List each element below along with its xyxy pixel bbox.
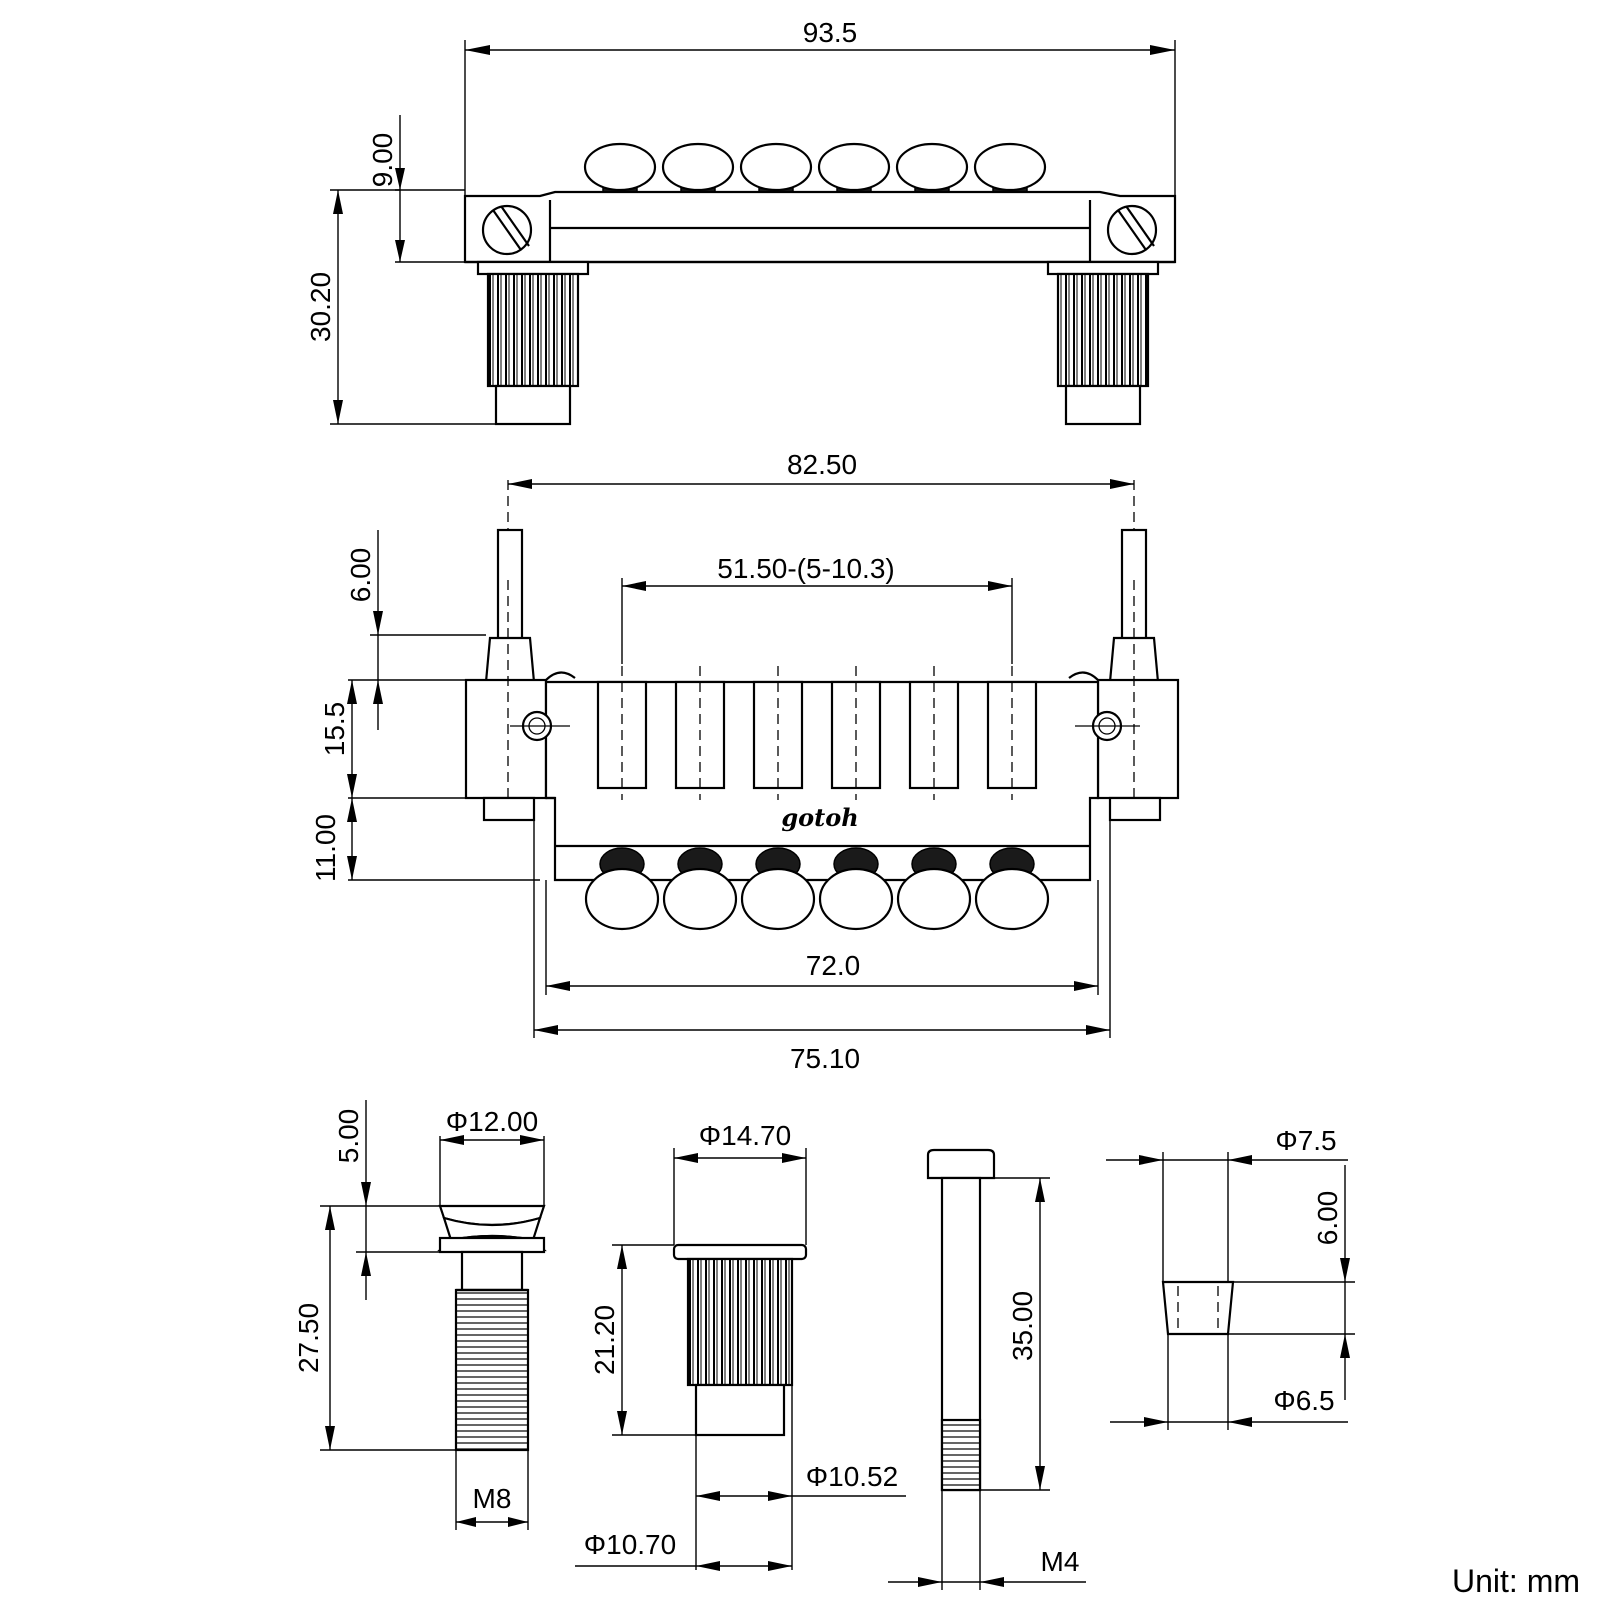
brand-logo: gotoh: [781, 803, 858, 832]
cap-part: [1161, 1280, 1235, 1336]
dim-label: 6.00: [1312, 1191, 1343, 1246]
dim-phi-12-00: Φ12.00: [439, 1106, 545, 1206]
dim-phi-6-5: Φ6.5: [1110, 1334, 1348, 1430]
dim-30-20: 30.20: [305, 189, 496, 425]
dim-phi-7-5: Φ7.5: [1106, 1125, 1348, 1282]
dim-label: 30.20: [305, 272, 336, 342]
screw-right: [1106, 204, 1158, 256]
dim-label: Φ12.00: [446, 1106, 538, 1137]
top-bushing-right: [1046, 260, 1160, 426]
dim-m8: M8: [455, 1450, 529, 1530]
dim-label: 15.5: [319, 702, 350, 757]
dim-label: M4: [1041, 1546, 1080, 1577]
dim-label: 75.10: [790, 1043, 860, 1074]
dim-label: 21.20: [589, 1305, 620, 1375]
dim-label: 9.00: [367, 133, 398, 188]
unit-label: Unit: mm: [1452, 1563, 1580, 1599]
dim-label: 5.00: [333, 1109, 364, 1164]
dim-21-20: 21.20: [589, 1244, 696, 1436]
dim-label: 6.00: [345, 548, 376, 603]
dim-phi-10-52: Φ10.52: [695, 1385, 906, 1570]
screw-left: [481, 204, 533, 256]
dim-label: 82.50: [787, 449, 857, 480]
top-view: [463, 142, 1177, 426]
dim-51-50: 51.50-(5-10.3): [621, 553, 1013, 664]
front-knob: [896, 847, 972, 931]
dim-phi-10-70: Φ10.70: [575, 1529, 792, 1571]
front-knob: [818, 847, 894, 931]
dim-label: 72.0: [806, 950, 861, 981]
dim-label: 93.5: [803, 17, 858, 48]
dim-82-50: 82.50: [507, 449, 1135, 530]
dim-label: Φ10.52: [806, 1461, 898, 1492]
dim-72-0: 72.0: [545, 880, 1099, 995]
dim-label: 35.00: [1007, 1291, 1038, 1361]
front-knob: [662, 847, 738, 931]
front-view: gotoh: [464, 528, 1180, 931]
dim-label: Φ6.5: [1273, 1385, 1334, 1416]
dim-5-00: 5.00: [320, 1100, 440, 1300]
front-knob: [740, 847, 816, 931]
dim-phi-14-70: Φ14.70: [673, 1120, 807, 1245]
dim-9-00: 9.00: [367, 115, 465, 263]
front-knob-row: [584, 847, 1050, 931]
dim-11-00: 11.00: [310, 798, 540, 882]
dim-6-00-cap: 6.00: [1228, 1165, 1355, 1400]
dim-93-5: 93.5: [464, 17, 1176, 196]
stud-pin-left: [496, 528, 524, 642]
dim-label: Φ7.5: [1275, 1125, 1336, 1156]
pin-part: [926, 1148, 996, 1492]
bushing-part: [672, 1243, 808, 1437]
saddle-dashes: [507, 580, 1135, 800]
dim-6-00-front: 6.00: [345, 530, 486, 730]
dim-75-10: 75.10: [533, 820, 1111, 1074]
top-knob: [661, 142, 735, 209]
stud-part: [437, 1204, 547, 1452]
dim-35-00: 35.00: [980, 1177, 1050, 1491]
dim-label: 11.00: [310, 814, 341, 882]
dim-label: Φ14.70: [699, 1120, 791, 1151]
dim-27-50: 27.50: [293, 1206, 456, 1451]
dim-label: Φ10.70: [584, 1529, 676, 1560]
top-bushing-left: [476, 260, 590, 426]
front-knob: [974, 847, 1050, 931]
dim-label: 51.50-(5-10.3): [717, 553, 894, 584]
dim-15-5: 15.5: [319, 680, 466, 799]
dim-label: 27.50: [293, 1303, 324, 1373]
dim-m4: M4: [888, 1490, 1086, 1590]
dim-label: M8: [473, 1483, 512, 1514]
front-knob: [584, 847, 660, 931]
